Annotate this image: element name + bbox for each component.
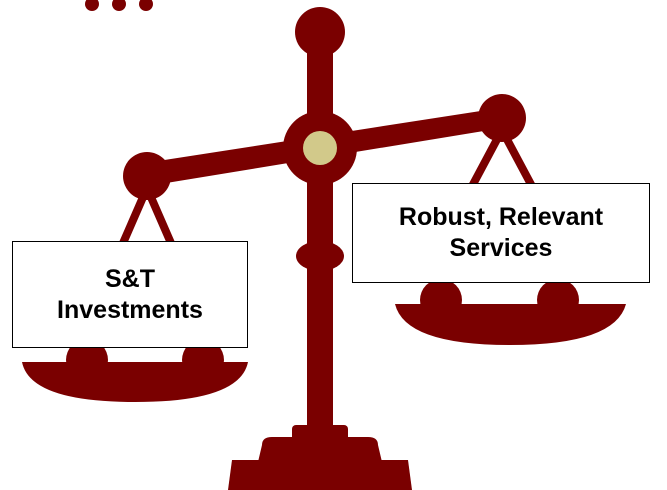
left-pan-label-line2: Investments	[57, 295, 203, 324]
left-pan-label-box: S&T Investments	[12, 241, 248, 348]
right-pan-label-box: Robust, Relevant Services	[352, 183, 650, 283]
beam-end-right	[478, 94, 526, 142]
post-knob	[296, 241, 344, 271]
top-finial	[295, 7, 345, 57]
right-pan-label-line2: Services	[449, 234, 553, 262]
right-pan-label-line1: Robust, Relevant	[398, 203, 604, 231]
left-chain	[116, 184, 151, 254]
pivot-center	[303, 131, 337, 165]
base-step	[258, 437, 382, 462]
left-pan	[22, 362, 248, 402]
base-foot	[228, 460, 412, 490]
decorative-dot	[112, 0, 126, 11]
right-chain	[466, 126, 506, 194]
right-pan	[395, 304, 626, 345]
left-pan-label-line1: S&T	[104, 264, 155, 293]
decorative-dot	[139, 0, 153, 11]
right-chain	[498, 126, 538, 194]
beam-end-left	[123, 152, 171, 200]
left-chain	[143, 184, 178, 254]
decorative-dot	[85, 0, 99, 11]
